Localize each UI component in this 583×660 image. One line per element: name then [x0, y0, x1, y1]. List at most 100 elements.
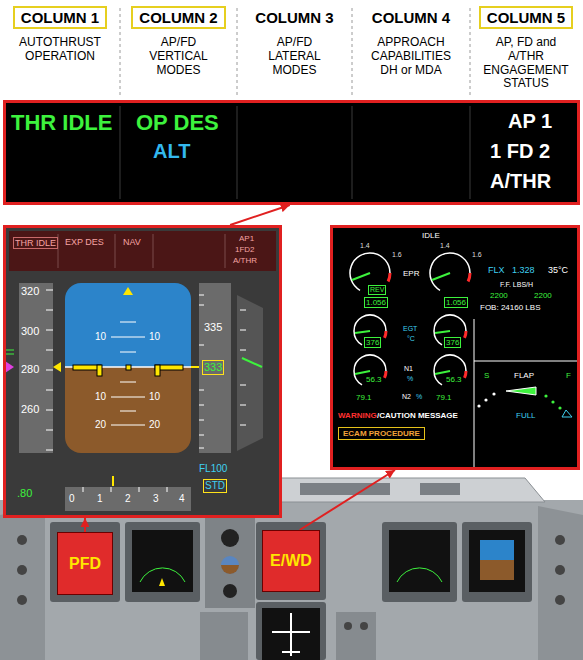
column-header: COLUMN 1: [13, 6, 107, 29]
pfd-display-art: [58, 234, 225, 268]
column-description: AP/FD LATERAL MODES: [253, 36, 337, 77]
cockpit-panel: [200, 612, 248, 660]
pfd-display-art: [46, 410, 53, 411]
column-header: COLUMN 5: [479, 6, 573, 29]
ewd-display-art: [354, 355, 386, 385]
fma-background: [3, 100, 580, 205]
fma-background: [470, 106, 471, 199]
pfd-display-art: [225, 234, 226, 268]
cockpit-screen: E/WD: [262, 530, 320, 592]
pfd-display-art: [111, 425, 145, 426]
ewd-display: IDLE1.41.61.41.6REV1.056EPR1.056FLX1.328…: [330, 225, 580, 470]
pfd-display-art: [120, 382, 136, 383]
pfd-display-art: [199, 295, 204, 296]
display-text: 2200: [490, 291, 508, 300]
display-text: 1.056: [444, 297, 468, 308]
display-text: S: [484, 371, 489, 380]
pfd-display-art: [46, 390, 53, 391]
pfd-display-art: [53, 362, 61, 372]
pfd-display-art: [6, 354, 14, 355]
display-text: FLAP: [514, 371, 534, 380]
ewd-display-art: [330, 225, 580, 470]
display-text: 79.1: [356, 393, 372, 402]
fma-background: [120, 106, 470, 199]
pfd-display-art: [9, 231, 276, 271]
pfd-display-art: [97, 365, 102, 376]
cockpit-panel: [480, 560, 514, 580]
display-text: OP DES: [136, 110, 219, 135]
display-text: %: [416, 393, 422, 401]
ewd-display-art: [434, 355, 466, 385]
pfd-display-art: [123, 287, 133, 295]
connector-arrow: [230, 205, 290, 225]
display-text: EGT: [403, 325, 417, 333]
display-text: 4: [179, 493, 185, 505]
pfd-display-art: [65, 367, 191, 453]
display-text: 35°C: [548, 265, 568, 275]
pfd-display-art: [46, 450, 53, 451]
cockpit-panel: [223, 584, 237, 598]
pfd-display-art: [199, 405, 204, 406]
pfd-display-art: [3, 225, 282, 518]
column-description: AP/FD VERTICAL MODES: [137, 36, 221, 77]
cockpit-panel: [336, 612, 376, 660]
cockpit-panel: [555, 565, 565, 575]
column-header: COLUMN 2: [131, 6, 225, 29]
ewd-display-art: [465, 371, 467, 378]
cockpit-panel: [17, 595, 27, 605]
ewd-display-art: [352, 273, 370, 280]
pfd-display-art: [83, 487, 84, 492]
column-description: AUTOTHRUST OPERATION: [5, 36, 115, 64]
pfd-display-art: [46, 290, 53, 450]
display-text: 1: [97, 493, 103, 505]
display-text: 20: [95, 419, 106, 431]
display-text: ALT: [153, 140, 190, 163]
display-text: 2200: [534, 291, 552, 300]
fma-panel: THR IDLEOP DESALTAP 11 FD 2A/THR: [3, 100, 580, 205]
pfd-display-art: [199, 448, 204, 449]
cockpit-panel: [420, 483, 460, 495]
display-text: EXP DES: [65, 237, 104, 247]
pfd-display-art: [46, 370, 53, 371]
pfd-display: THR IDLEEXP DESNAVAP11FD2A/THR3203002802…: [3, 225, 282, 518]
pfd-display-art: [120, 411, 136, 412]
ewd-display-art: [506, 387, 536, 395]
pfd-display-art: [65, 283, 191, 453]
ewd-display-art: [432, 273, 450, 280]
display-text: FL100: [199, 463, 227, 475]
display-text: 3: [153, 493, 159, 505]
display-text: 10: [149, 331, 160, 343]
display-text: N1: [404, 365, 413, 373]
pfd-display-art: [242, 358, 262, 367]
display-text: 2: [125, 493, 131, 505]
cockpit-panel: [0, 500, 583, 660]
pfd-display-art: [240, 310, 246, 425]
display-text: 1.6: [472, 251, 482, 259]
pfd-display-art: [73, 365, 183, 376]
pfd-display-art: [5, 361, 14, 373]
ewd-display-art: [385, 371, 387, 378]
ewd-display-art: [352, 273, 450, 374]
display-text: 79.1: [436, 393, 452, 402]
display-text: 10: [95, 391, 106, 403]
ewd-display-art: [330, 225, 580, 470]
ewd-display-art: [484, 398, 487, 401]
cockpit-screen: PFD: [57, 532, 113, 595]
display-text: A/THR: [490, 170, 551, 193]
pfd-display-art: [199, 390, 204, 391]
cockpit-panel: [17, 535, 27, 545]
display-text: 20: [149, 419, 160, 431]
display-text: FULL: [516, 411, 536, 420]
pfd-display-art: [120, 352, 136, 353]
display-text: 376: [364, 337, 381, 348]
cockpit-panel: [17, 565, 27, 575]
pfd-display-art: [115, 234, 116, 268]
fma-background: [3, 100, 580, 205]
display-text: F: [566, 371, 571, 380]
pfd-display-art: [126, 365, 131, 370]
pfd-display-art: [9, 231, 276, 271]
pfd-display-art: [46, 430, 53, 431]
column-description: AP, FD and A/THR ENGAGEMENT STATUS: [480, 36, 572, 91]
display-text: 10: [95, 331, 106, 343]
cockpit-panel: [480, 540, 514, 560]
